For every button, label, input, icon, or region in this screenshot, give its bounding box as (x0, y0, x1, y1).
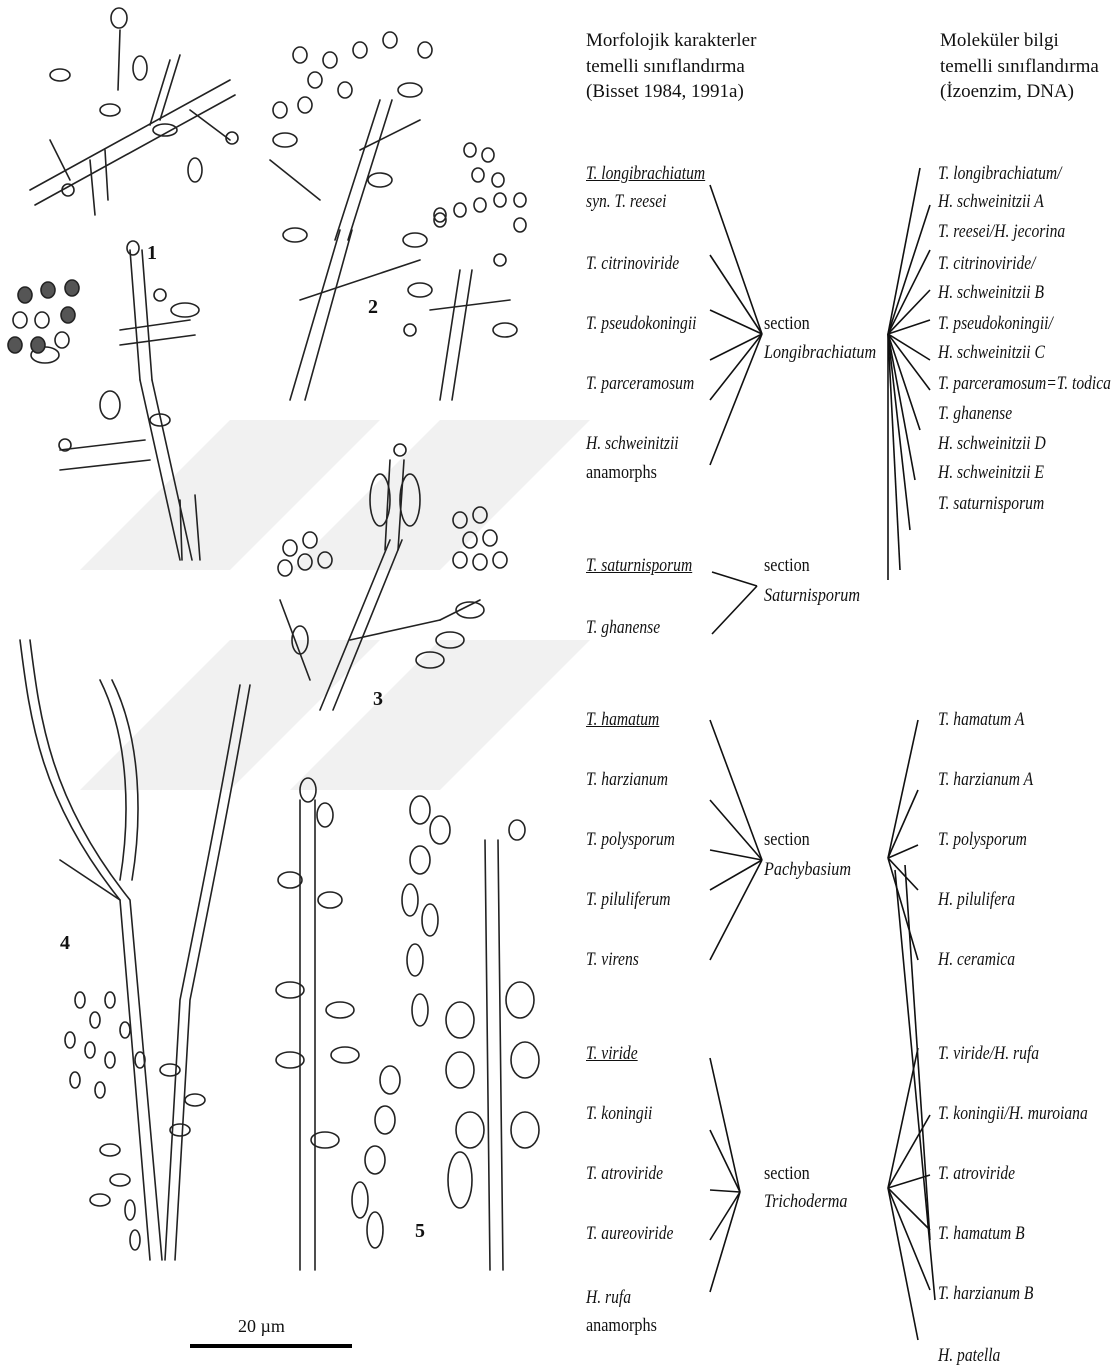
molecular-taxon: H. schweinitzii A (938, 192, 1044, 211)
panel-label-3: 3 (373, 688, 383, 711)
morph-species-name: T. parceramosum (586, 374, 694, 393)
molecular-taxon: T. atroviride (938, 1164, 1015, 1183)
molecular-taxon: T. longibrachiatum/ (938, 164, 1061, 183)
section-name: Saturnisporum (764, 586, 860, 605)
molecular-taxon: H. schweinitzii B (938, 283, 1044, 302)
morph-species-name: H. rufa (586, 1288, 631, 1307)
morph-species-name: T. atroviride (586, 1164, 663, 1183)
section-name: Pachybasium (764, 860, 851, 879)
connector-line (710, 1130, 740, 1192)
connector-line (888, 334, 930, 390)
panel-1-conidia (8, 280, 79, 353)
panel-2-drawing (270, 32, 526, 400)
molecular-taxon: T. saturnisporum (938, 494, 1044, 513)
connector-line (888, 720, 918, 858)
morph-species-name: T. longibrachiatum (586, 164, 705, 183)
connector-line (888, 334, 930, 360)
panel-label-1: 1 (147, 242, 157, 265)
connector-line (710, 1192, 740, 1240)
molecular-taxon: H. schweinitzii C (938, 343, 1045, 362)
connector-line (712, 586, 757, 634)
watermark (80, 420, 590, 790)
section-name: Trichoderma (764, 1192, 847, 1211)
connector-line (710, 1190, 740, 1192)
section-name: Longibrachiatum (764, 343, 876, 362)
morph-species-synonym: syn. T. reesei (586, 192, 666, 211)
panel-label-5: 5 (415, 1220, 425, 1243)
molecular-taxon: T. koningii/H. muroiana (938, 1104, 1088, 1123)
molecular-taxon: T. viride/H. rufa (938, 1044, 1039, 1063)
morph-species-name: T. ghanense (586, 618, 660, 637)
right-header-line: Moleküler bilgi (940, 28, 1099, 54)
right-header-line: temelli sınıflandırma (940, 54, 1099, 80)
connector-line (710, 1192, 740, 1292)
molecular-taxon: T. parceramosum=T. todica (938, 374, 1111, 393)
connector-line (888, 1188, 930, 1290)
connector-line (712, 572, 757, 586)
connector-line (888, 1188, 918, 1340)
right-column-header: Moleküler bilgi temelli sınıflandırma (İ… (940, 28, 1099, 105)
morph-species-name: T. polysporum (586, 830, 675, 849)
connector-line (710, 720, 762, 860)
morph-species-name: T. citrinoviride (586, 254, 679, 273)
panel-5-drawing (276, 778, 539, 1270)
molecular-taxon: T. pseudokoningii/ (938, 314, 1053, 333)
molecular-taxon: T. reesei/H. jecorina (938, 222, 1065, 241)
morph-species-name: T. viride (586, 1044, 638, 1063)
connector-line (905, 865, 930, 1240)
morph-species-qualifier: anamorphs (586, 463, 657, 482)
morph-species-name: T. koningii (586, 1104, 652, 1123)
panel-label-2: 2 (368, 296, 378, 319)
morph-species-name: T. hamatum (586, 710, 659, 729)
molecular-taxon: H. schweinitzii D (938, 434, 1046, 453)
molecular-taxon: T. ghanense (938, 404, 1012, 423)
connector-line (710, 334, 762, 360)
right-header-line: (İzoenzim, DNA) (940, 79, 1099, 105)
molecular-taxon: H. schweinitzii E (938, 463, 1044, 482)
connector-line (710, 334, 762, 400)
scale-bar-label: 20 µm (238, 1316, 285, 1337)
left-header-line: temelli sınıflandırma (586, 54, 756, 80)
morph-species-name: T. piluliferum (586, 890, 671, 909)
molecular-taxon: H. patella (938, 1346, 1000, 1365)
left-header-line: Morfolojik karakterler (586, 28, 756, 54)
morph-species-name: T. harzianum (586, 770, 668, 789)
morph-species-name: H. schweinitzii (586, 434, 679, 453)
morph-species-name: T. saturnisporum (586, 556, 692, 575)
morph-species-name: T. aureoviride (586, 1224, 673, 1243)
connector-line (710, 185, 762, 334)
left-header-line: (Bisset 1984, 1991a) (586, 79, 756, 105)
molecular-taxon: T. hamatum A (938, 710, 1024, 729)
molecular-taxon: H. ceramica (938, 950, 1015, 969)
molecular-taxon: T. harzianum B (938, 1284, 1033, 1303)
connector-line (710, 1058, 740, 1192)
connector-line (710, 334, 762, 465)
molecular-taxon: T. harzianum A (938, 770, 1033, 789)
left-column-header: Morfolojik karakterler temelli sınıfland… (586, 28, 756, 105)
section-label: section (764, 314, 810, 333)
molecular-taxon: H. pilulifera (938, 890, 1015, 909)
section-label: section (764, 830, 810, 849)
molecular-taxon: T. citrinoviride/ (938, 254, 1036, 273)
panel-label-4: 4 (60, 932, 70, 955)
molecular-taxon: T. polysporum (938, 830, 1027, 849)
molecular-taxon: T. hamatum B (938, 1224, 1025, 1243)
morph-species-name: T. virens (586, 950, 639, 969)
morph-species-qualifier: anamorphs (586, 1316, 657, 1335)
morph-species-name: T. pseudokoningii (586, 314, 697, 333)
section-label: section (764, 556, 810, 575)
section-label: section (764, 1164, 810, 1183)
